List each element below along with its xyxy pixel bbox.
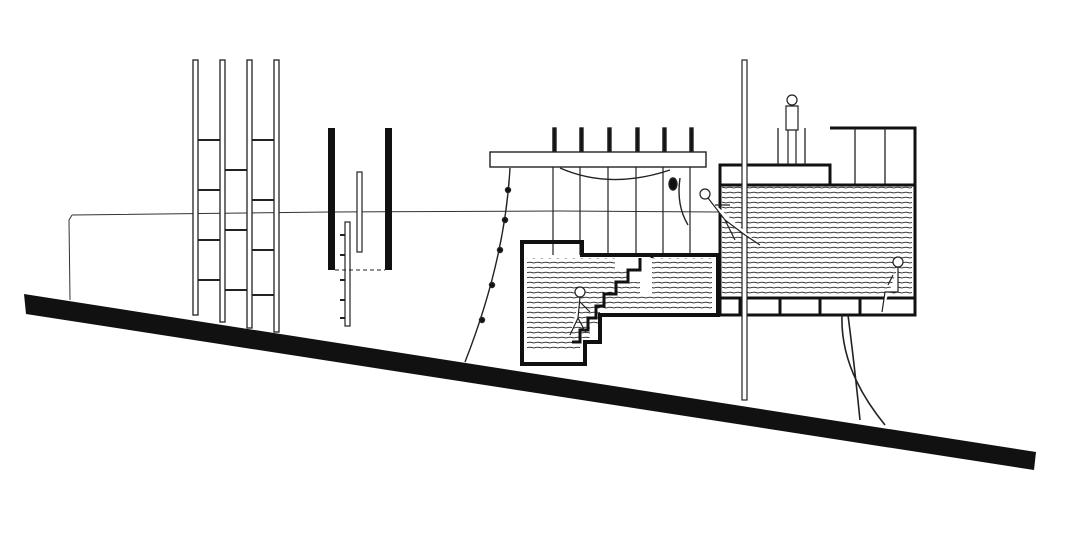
person-icon [881, 256, 904, 313]
stair-box [520, 240, 720, 366]
person-icon [785, 94, 799, 165]
horizon-line [68, 210, 721, 301]
dark-posts [328, 128, 392, 327]
upper-box [699, 59, 917, 426]
ground-slope [24, 294, 1036, 470]
person-icon [569, 286, 591, 336]
ladder-poles [192, 59, 280, 333]
pergola [464, 127, 707, 363]
person-icon [699, 188, 761, 246]
